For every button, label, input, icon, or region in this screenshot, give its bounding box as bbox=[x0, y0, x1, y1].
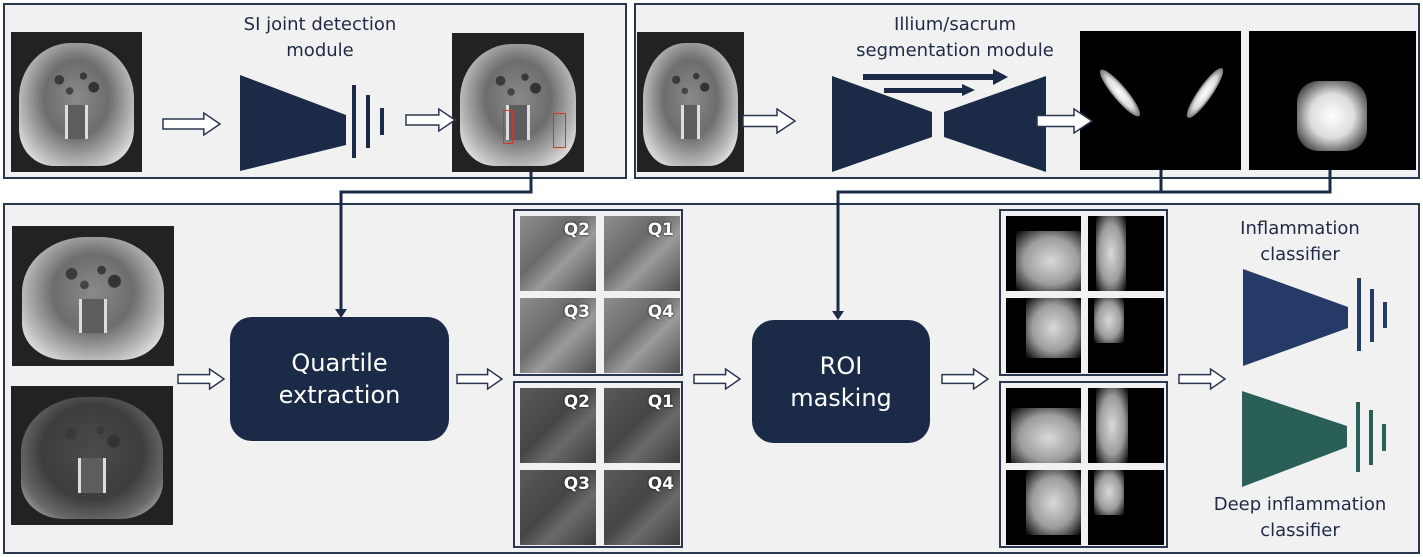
quartile-tile: Q4 bbox=[604, 470, 680, 545]
detection-output-arrow bbox=[405, 107, 457, 133]
detection-to-quartile-connector bbox=[339, 172, 533, 312]
stir-input-mri-image bbox=[11, 386, 173, 525]
input-to-quartile-arrow bbox=[177, 367, 226, 391]
detection-input-mri-image bbox=[11, 32, 142, 172]
masked-t1-quartile-group bbox=[999, 209, 1168, 376]
quartile-label: Q4 bbox=[647, 302, 674, 322]
quartile-tile: Q4 bbox=[604, 298, 680, 373]
segmentation-to-roi-connector-vertical bbox=[836, 190, 1161, 314]
quartile-label: Q2 bbox=[563, 220, 590, 240]
masked-quartile-tile bbox=[1006, 216, 1081, 291]
quartile-tile: Q3 bbox=[520, 298, 596, 373]
quartile-tile: Q3 bbox=[520, 470, 596, 545]
segmentation-output-arrow bbox=[1036, 107, 1094, 135]
quartile-label: Q2 bbox=[563, 392, 590, 412]
segmentation-network-icon bbox=[832, 76, 1046, 172]
segmentation-to-roi-connector bbox=[1159, 170, 1332, 194]
quartile-tile: Q2 bbox=[520, 388, 596, 463]
masked-stir-quartile-group bbox=[999, 381, 1168, 548]
ilium-mask-image bbox=[1080, 31, 1241, 170]
right-si-joint-bounding-box bbox=[553, 113, 566, 148]
quartile-label: Q1 bbox=[647, 220, 674, 240]
segmentation-module-label: Illium/sacrum segmentation module bbox=[856, 14, 1054, 61]
left-si-joint-bounding-box bbox=[503, 110, 513, 144]
si-joint-detection-label: SI joint detection module bbox=[243, 14, 397, 61]
stir-quartile-group: Q2 Q1 Q3 Q4 bbox=[513, 381, 683, 548]
skip-connection-arrows-icon bbox=[863, 69, 1008, 96]
quartile-label: Q1 bbox=[647, 392, 674, 412]
detection-network-icon bbox=[240, 75, 384, 171]
roi-to-masked-arrow bbox=[941, 367, 990, 391]
quartile-input-arrowhead bbox=[335, 309, 347, 318]
segmentation-input-mri-image bbox=[637, 32, 744, 172]
quartile-label: Q4 bbox=[647, 474, 674, 494]
masked-quartile-tile bbox=[1006, 470, 1081, 545]
segmentation-input-arrow bbox=[742, 107, 797, 135]
masked-quartile-tile bbox=[1088, 388, 1164, 463]
quartile-to-groups-arrow bbox=[456, 367, 504, 391]
deep-inflammation-classifier-label: Deep inflammation classifier bbox=[1213, 494, 1387, 541]
masked-quartile-tile bbox=[1006, 298, 1081, 373]
groups-to-roi-arrow bbox=[693, 367, 742, 391]
connector-lines bbox=[339, 170, 1332, 314]
quartile-tile: Q1 bbox=[604, 216, 680, 291]
inflammation-classifier-icon bbox=[1243, 269, 1387, 366]
detection-input-arrow bbox=[162, 111, 222, 137]
inflammation-classifier-label: Inflammation classifier bbox=[1240, 218, 1360, 265]
quartile-label: Q3 bbox=[563, 302, 590, 322]
quartile-label: Q3 bbox=[563, 474, 590, 494]
t1-quartile-group: Q2 Q1 Q3 Q4 bbox=[513, 209, 683, 376]
detection-output-mri-image bbox=[452, 33, 584, 172]
quartile-tile: Q2 bbox=[520, 216, 596, 291]
sacrum-mask-image bbox=[1249, 31, 1416, 170]
quartile-extraction-block: Quartile extraction bbox=[230, 317, 449, 441]
masked-to-classifier-arrow bbox=[1178, 367, 1227, 391]
deep-inflammation-classifier-icon bbox=[1242, 391, 1386, 487]
masked-quartile-tile bbox=[1088, 216, 1164, 291]
masked-quartile-tile bbox=[1088, 298, 1164, 373]
t1-input-mri-image bbox=[12, 226, 174, 366]
roi-input-arrowhead bbox=[832, 311, 844, 320]
roi-masking-block: ROI masking bbox=[752, 320, 930, 443]
quartile-tile: Q1 bbox=[604, 388, 680, 463]
masked-quartile-tile bbox=[1088, 470, 1164, 545]
masked-quartile-tile bbox=[1006, 388, 1081, 463]
